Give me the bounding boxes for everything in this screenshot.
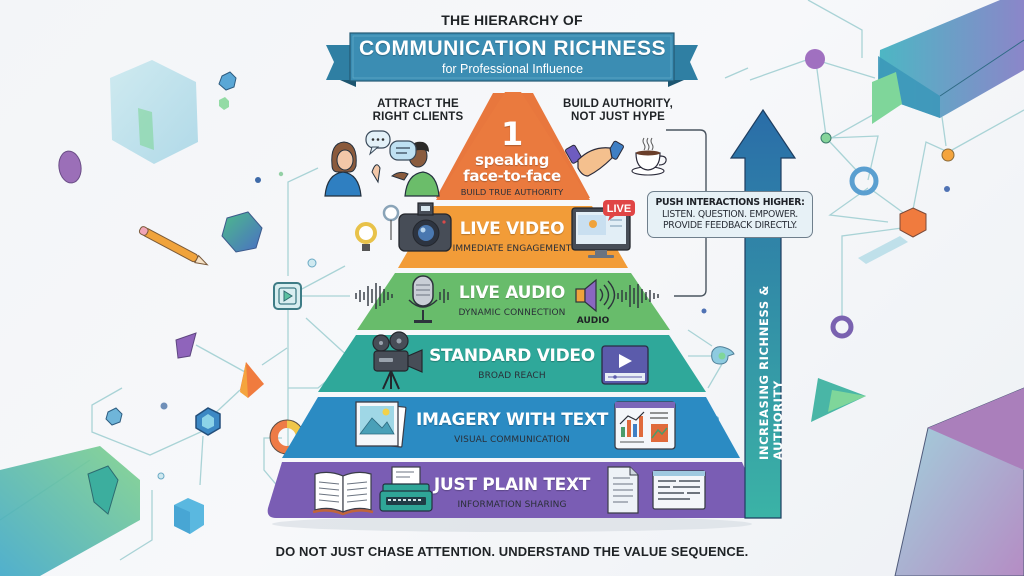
tier-1-rank: 1 (501, 115, 523, 153)
handshake-icon (565, 140, 624, 177)
tier-2-shape (398, 206, 628, 268)
microphone-icon (408, 275, 438, 323)
right-side-label: BUILD AUTHORITY, NOT JUST HYPE (562, 98, 674, 123)
chart-dashboard-icon (614, 401, 676, 450)
tier-4-title: STANDARD VIDEO (429, 346, 595, 366)
tier-5-subtitle: VISUAL COMMUNICATION (454, 435, 570, 445)
camera-icon (398, 202, 452, 252)
tier-5-title: IMAGERY WITH TEXT (416, 410, 608, 430)
tier-2-subtitle: IMMEDIATE ENGAGEMENT (452, 244, 572, 254)
footer-message: DO NOT JUST CHASE ATTENTION. UNDERSTAND … (275, 544, 749, 559)
document-icon (607, 466, 639, 514)
banner-title: COMMUNICATION RICHNESS for Professional … (340, 38, 685, 77)
tier-3-subtitle: DYNAMIC CONNECTION (458, 308, 566, 318)
push-interactions-callout: PUSH INTERACTIONS HIGHER: LISTEN. QUESTI… (647, 191, 813, 238)
tier-1-title-line1: speaking (474, 151, 550, 169)
monitor-live-icon: LIVE (571, 200, 635, 258)
video-player-icon (601, 345, 649, 385)
film-camera-icon (372, 331, 423, 390)
typewriter-icon (379, 466, 433, 512)
tier-1-subtitle: BUILD TRUE AUTHORITY (460, 187, 564, 197)
arrow-label: INCREASING RICHNESS & AUTHORITY (757, 285, 785, 460)
soundwave-icon (355, 283, 449, 309)
open-book-icon (312, 471, 374, 516)
tier-6-title: JUST PLAIN TEXT (433, 475, 591, 495)
audio-badge: AUDIO (577, 316, 610, 326)
ring-light-icon (355, 204, 400, 251)
photo-icon (355, 401, 407, 448)
tier-1-title-line2: face-to-face (463, 167, 561, 185)
left-side-label: ATTRACT THE RIGHT CLIENTS (372, 98, 464, 123)
tier-2-title: LIVE VIDEO (459, 219, 565, 239)
cube-decor (110, 60, 198, 164)
coffee-cup-icon (631, 137, 667, 176)
tier-3-title: LIVE AUDIO (458, 283, 566, 303)
play-box-icon (273, 282, 302, 310)
main-title: COMMUNICATION RICHNESS (359, 37, 666, 60)
soundwave-icon (617, 284, 659, 308)
tier-4-subtitle: BROAD REACH (478, 371, 546, 381)
subtitle: for Professional Influence (441, 62, 584, 76)
text-window-icon (652, 470, 706, 510)
tier-6-subtitle: INFORMATION SHARING (457, 500, 567, 510)
pretitle: THE HIERARCHY OF (441, 12, 583, 28)
live-badge: LIVE (607, 203, 631, 215)
conversation-people-icon (324, 130, 440, 197)
speaker-icon (575, 278, 616, 313)
